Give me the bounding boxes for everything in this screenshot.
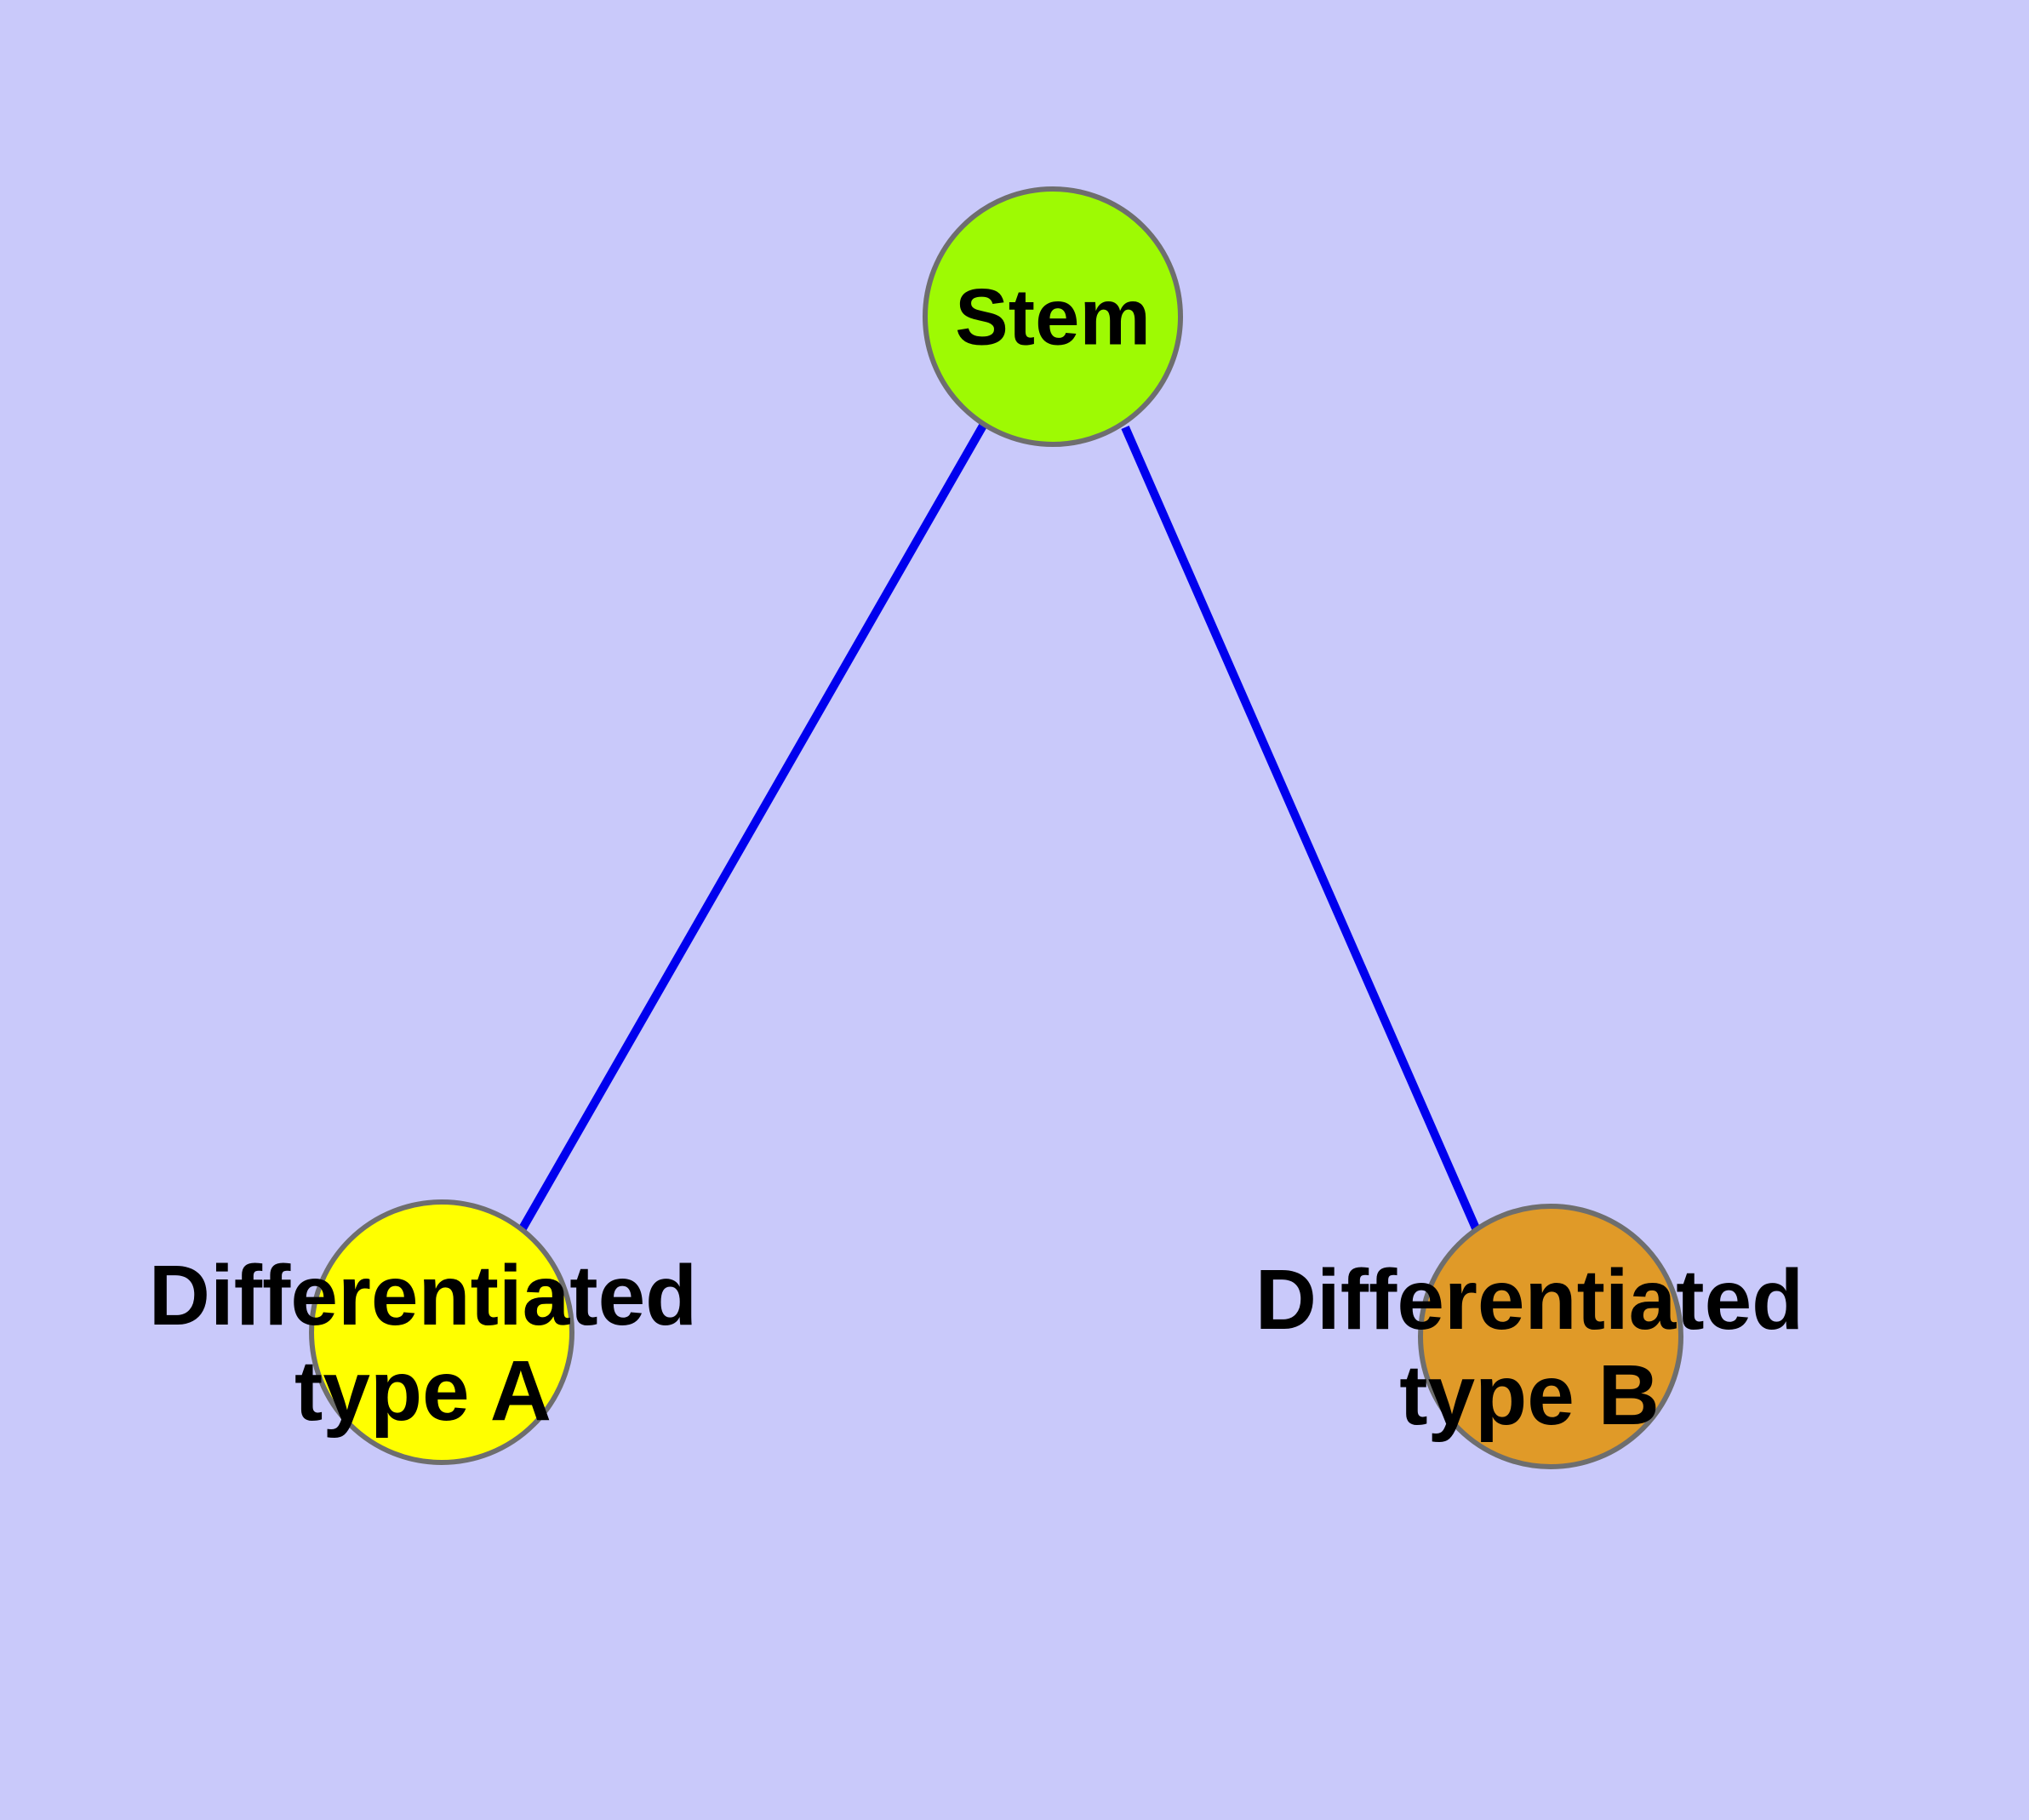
edge-stem-to-diff-a: [515, 423, 987, 1237]
node-layer: [309, 186, 1683, 1469]
node-diff-b-circle[interactable]: [1418, 1204, 1683, 1469]
edge-layer: [515, 423, 1483, 1239]
edge-stem-to-diff-b: [1121, 425, 1483, 1239]
node-stem-circle[interactable]: [923, 186, 1183, 447]
node-diff-a-circle[interactable]: [309, 1199, 574, 1465]
